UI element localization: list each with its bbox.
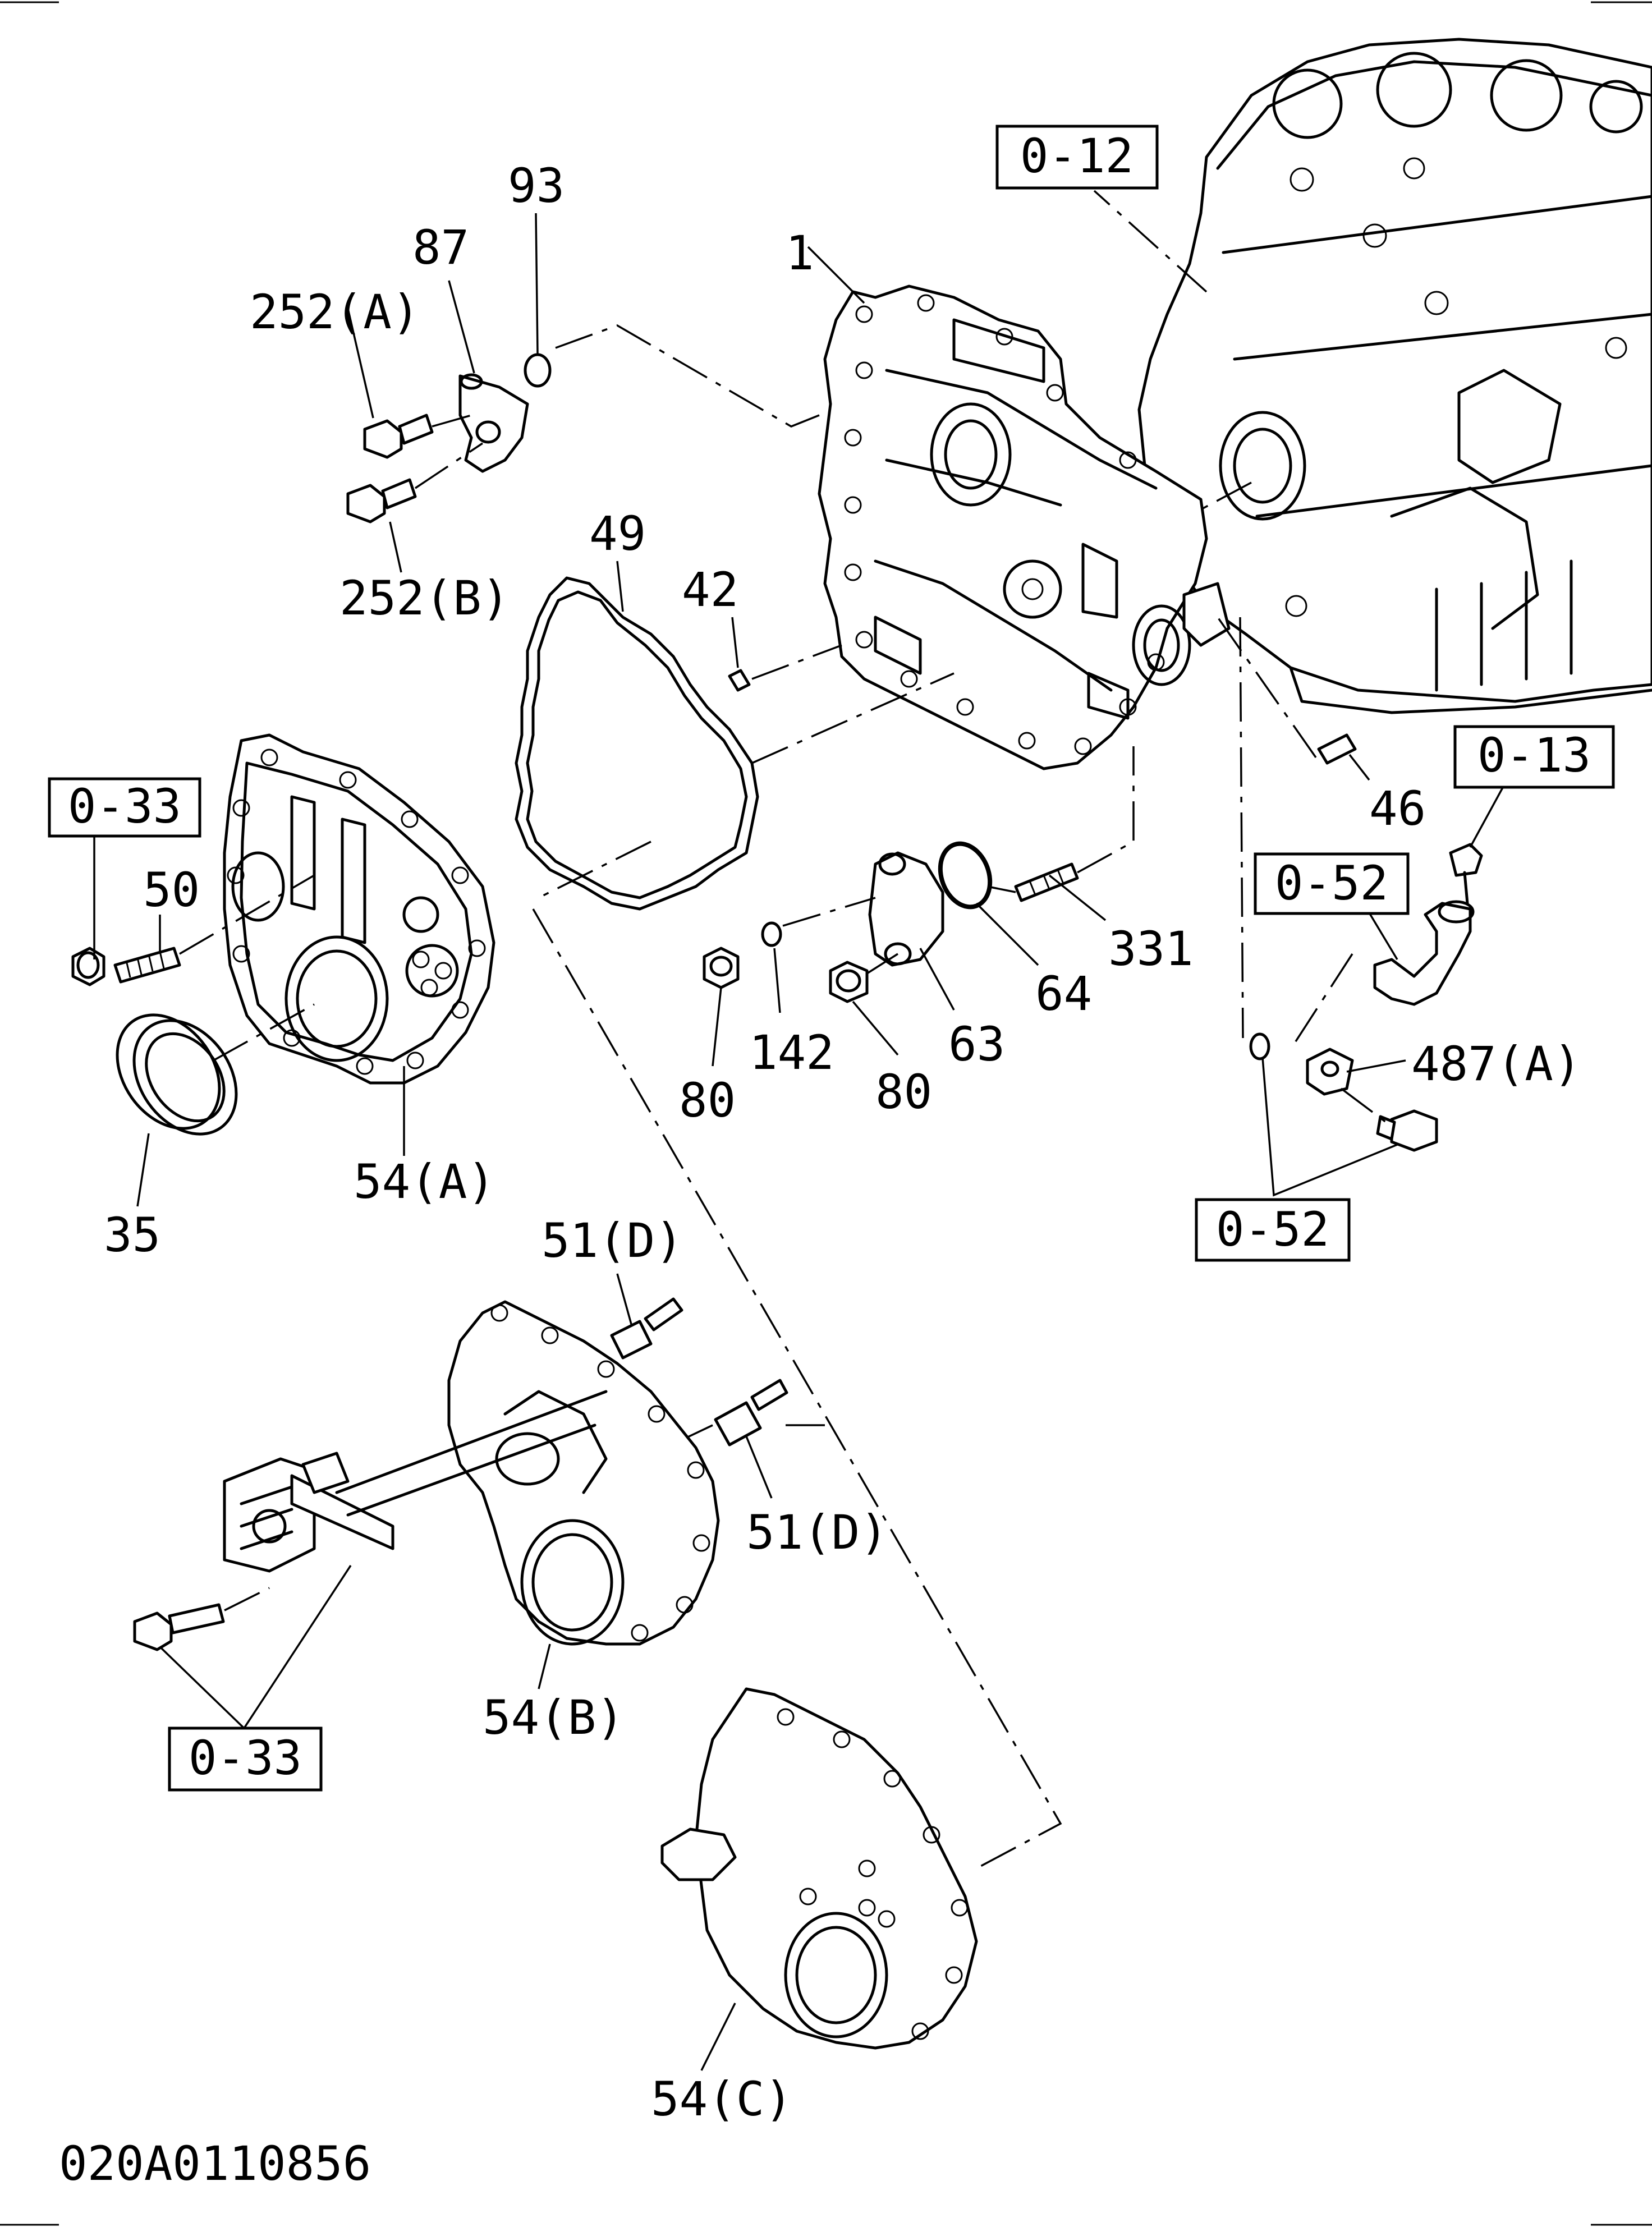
label-35: 35: [104, 1207, 160, 1262]
leader-0-12: [1093, 190, 1208, 293]
oil-pipe: [1373, 900, 1475, 1006]
label-51d-top: 51(D): [542, 1213, 683, 1268]
label-50: 50: [143, 862, 200, 917]
leader-80-right: [852, 1000, 899, 1056]
leader-93-to-case: [555, 324, 820, 428]
leader-1: [807, 246, 865, 304]
flange-487a: [1306, 1048, 1354, 1096]
leader-93: [535, 213, 539, 354]
bracket-87: [458, 373, 529, 473]
breather: [1449, 843, 1483, 905]
label-142: 142: [749, 1025, 834, 1080]
label-46: 46: [1369, 781, 1426, 836]
label-331: 331: [1108, 921, 1194, 976]
label-252a: 252(A): [250, 284, 420, 339]
label-80-right: 80: [875, 1064, 932, 1119]
svg-text:0-52: 0-52: [1275, 856, 1388, 911]
label-49: 49: [589, 506, 646, 561]
ref-box-0-33-bottom[interactable]: 0-33: [168, 1727, 323, 1792]
leader-54c: [700, 2003, 736, 2071]
washer-142: [761, 921, 782, 947]
svg-text:0-13: 0-13: [1477, 728, 1591, 783]
label-42: 42: [682, 562, 738, 617]
cover-c: [660, 1687, 978, 2050]
leader-331: [1048, 874, 1107, 921]
label-252b: 252(B): [339, 571, 510, 626]
ref-box-0-12[interactable]: 0-12: [995, 125, 1159, 190]
front-cover-a: [223, 733, 495, 1085]
label-487a: 487(A): [1411, 1036, 1581, 1091]
ref-box-0-13[interactable]: 0-13: [1453, 725, 1615, 789]
svg-text:0-33: 0-33: [68, 779, 181, 834]
o-ring-64: [938, 841, 993, 910]
leader-252b: [389, 521, 402, 573]
label-87: 87: [412, 220, 469, 275]
nut-80-left: [703, 947, 740, 989]
stud-51d-bottom: [714, 1379, 788, 1447]
o-ring-pipe: [1249, 1032, 1270, 1060]
ref-box-0-52-bolt[interactable]: 0-52: [1195, 1198, 1351, 1262]
label-51d-bottom: 51(D): [746, 1505, 888, 1560]
leader-87: [448, 280, 475, 374]
leader-80-left: [712, 987, 722, 1067]
label-54c: 54(C): [651, 2072, 793, 2127]
bracket-assembly: [223, 1390, 608, 1573]
callout-labels: 1 87 93 252(A) 252(B) 49 42 46 50 331 64…: [59, 158, 1581, 2191]
gasket: [515, 576, 759, 911]
engine-block: [1137, 38, 1652, 714]
bolt-0-33: [133, 1603, 225, 1651]
stud-331: [1014, 862, 1079, 902]
leader-54b: [538, 1643, 551, 1689]
case-bolt-holes: [844, 294, 1165, 755]
o-ring-93: [524, 353, 552, 388]
label-93: 93: [508, 158, 565, 213]
bolt-252a: [363, 414, 434, 459]
gear-case: [818, 284, 1231, 770]
leader-35: [136, 1133, 150, 1207]
svg-text:0-52: 0-52: [1216, 1202, 1329, 1257]
label-64: 64: [1035, 966, 1092, 1021]
stud-50: [71, 947, 181, 986]
cover-b: [447, 1300, 720, 1646]
bolt-252b: [346, 478, 417, 524]
pin-46: [1317, 733, 1357, 765]
nut-80-right: [829, 961, 869, 1003]
ref-box-0-52-pipe[interactable]: 0-52: [1254, 852, 1410, 915]
label-1: 1: [786, 226, 814, 281]
leader-49: [616, 561, 624, 612]
leader-0-52-bottom: [1261, 1057, 1398, 1197]
svg-text:0-33: 0-33: [189, 1730, 302, 1785]
label-54a: 54(A): [354, 1154, 495, 1209]
label-54b: 54(B): [483, 1690, 625, 1745]
leader-0-33b: [159, 1565, 352, 1730]
pipe-bolt: [1376, 1109, 1438, 1152]
oil-seal: [116, 1013, 238, 1136]
diagram-code: 020A0110856: [59, 2136, 371, 2191]
leader-64: [975, 902, 1039, 966]
leader-0-13: [1469, 785, 1505, 848]
ref-box-0-33-top[interactable]: 0-33: [48, 777, 201, 838]
leader-487a: [1346, 1059, 1406, 1073]
leader-142: [773, 948, 781, 1013]
leader-42: [731, 617, 739, 668]
housing-63: [868, 851, 944, 967]
leader-51d-bottom: [745, 1436, 773, 1499]
leader-63: [919, 948, 955, 1011]
pin-42: [728, 669, 751, 692]
label-80-left: 80: [679, 1073, 736, 1128]
svg-text:0-12: 0-12: [1020, 128, 1134, 183]
leader-252a: [347, 308, 374, 419]
stud-51d-top: [610, 1297, 683, 1360]
assembly-line: [532, 908, 1062, 1870]
leader-46: [1348, 754, 1370, 781]
label-63: 63: [948, 1017, 1005, 1072]
leader-51d-top: [616, 1273, 632, 1325]
